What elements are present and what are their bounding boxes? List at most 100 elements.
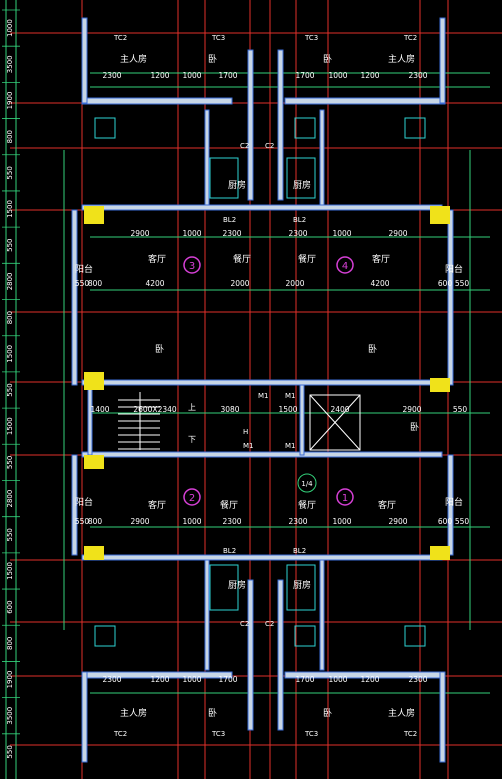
dim-2300-bottom-a: 2300 <box>102 675 121 684</box>
dim-1700-bottom-a: 1700 <box>218 675 237 684</box>
dim-4200-a: 4200 <box>145 279 164 288</box>
tag-c2-bottom: C2 <box>240 620 249 628</box>
tag-tc3-bottom-right: TC3 <box>304 730 318 738</box>
tag-m1-a: M1 <box>258 392 269 400</box>
left-dimension-value: 1500 <box>6 200 14 218</box>
left-dimension-value: 550 <box>6 456 14 469</box>
master-bedroom-label-bottom-right: 主人房 <box>388 707 415 719</box>
walls <box>71 17 454 763</box>
master-bedroom-label-bottom-left: 主人房 <box>120 707 147 719</box>
left-dimension-value: 550 <box>6 528 14 541</box>
dim-600-right-top: 600 <box>438 279 453 288</box>
dining-room-label-1: 餐厅 <box>298 499 316 511</box>
bedroom-label-mid-left: 卧 <box>155 343 164 355</box>
unit-markers <box>183 256 354 506</box>
left-dimension-value: 800 <box>6 637 14 650</box>
dim-2900-row-d: 2900 <box>388 517 407 526</box>
master-bedroom-label-top-right: 主人房 <box>388 53 415 65</box>
dim-1000-bottom-b: 1000 <box>328 675 347 684</box>
dim-2900-row-b: 2900 <box>388 229 407 238</box>
left-dimension-value: 1900 <box>6 92 14 110</box>
bedroom-label-mid-right: 卧 <box>368 343 377 355</box>
tag-bl2-top-a: BL2 <box>223 216 236 224</box>
left-dimension-value: 550 <box>6 383 14 396</box>
dim-550-left-bottom: 550 <box>75 517 90 526</box>
dining-room-label-2: 餐厅 <box>220 499 238 511</box>
kitchen-label-bottom-b: 厨房 <box>293 579 311 591</box>
left-dimension-value: 550 <box>6 745 14 758</box>
dim-2900-row-a: 2900 <box>130 229 149 238</box>
balcony-label-right-bottom: 阳台 <box>445 496 463 508</box>
stair-width-2900: 2900 <box>402 405 421 414</box>
kitchen-label-top-a: 厨房 <box>228 179 246 191</box>
unit-numbers: 1 2 3 4 <box>189 261 348 504</box>
tag-bl2-top-b: BL2 <box>293 216 306 224</box>
dim-600-right-bottom: 600 <box>438 517 453 526</box>
columns <box>84 206 450 560</box>
tag-c2-top: C2 <box>240 142 249 150</box>
unit-number-4: 4 <box>342 261 348 272</box>
dim-550-right-bottom: 550 <box>455 517 470 526</box>
left-dimension-chain: 1000350019008005501500550280080015005501… <box>2 9 20 759</box>
left-dimension-value: 1900 <box>6 671 14 689</box>
left-dimension-value: 3500 <box>6 55 14 73</box>
dim-550-left-top: 550 <box>75 279 90 288</box>
living-room-label-3: 客厅 <box>148 253 166 265</box>
tag-tc2-top-right: TC2 <box>403 34 417 42</box>
dim-2000-b: 2000 <box>285 279 304 288</box>
living-room-label-2: 客厅 <box>148 499 166 511</box>
dim-2300-bottom-b: 2300 <box>408 675 427 684</box>
elevator-size-label: 2400 <box>330 405 349 414</box>
left-dimension-value: 2800 <box>6 490 14 508</box>
stair-down-label: 下 <box>188 435 196 444</box>
dim-2900-row-c: 2900 <box>130 517 149 526</box>
dim-550-right-top: 550 <box>455 279 470 288</box>
dim-2000-a: 2000 <box>230 279 249 288</box>
left-dimension-value: 550 <box>6 239 14 252</box>
room-labels: 主人房 主人房 卧 卧 厨房 厨房 客厅 餐厅 餐厅 客厅 阳台 阳台 卧 卧 … <box>75 53 463 719</box>
living-room-label-4: 客厅 <box>372 253 390 265</box>
dim-2300-top-b: 2300 <box>408 71 427 80</box>
left-dimension-value: 3500 <box>6 707 14 725</box>
dim-1000-row-c: 1000 <box>182 517 201 526</box>
unit-number-3: 3 <box>189 261 195 272</box>
dim-2300-top-a: 2300 <box>102 71 121 80</box>
stair-width-3080: 3080 <box>220 405 239 414</box>
left-dimension-value: 800 <box>6 311 14 324</box>
master-bedroom-label-top-left: 主人房 <box>120 53 147 65</box>
opening-tags: TC2 TC3 TC3 TC2 TC2 TC3 TC3 TC2 C2 C2 C2… <box>113 34 417 738</box>
dim-1000-top-a: 1000 <box>182 71 201 80</box>
stair-direction-labels: 上 下 <box>188 403 196 444</box>
tag-tc2-bottom-right: TC2 <box>403 730 417 738</box>
bedroom-label-bottom-a: 卧 <box>208 707 217 719</box>
dim-1000-row-d: 1000 <box>332 517 351 526</box>
tag-bl2-bottom-b: BL2 <box>293 547 306 555</box>
dim-1000-row-a: 1000 <box>182 229 201 238</box>
tag-h: H <box>243 428 248 436</box>
left-dimension-value: 1500 <box>6 345 14 363</box>
tag-bl2-bottom-a: BL2 <box>223 547 236 555</box>
left-dimension-value: 1500 <box>6 417 14 435</box>
balcony-label-left-top: 阳台 <box>75 263 93 275</box>
tag-c2-bottom-b: C2 <box>265 620 274 628</box>
left-dimension-value: 550 <box>6 166 14 179</box>
kitchen-fixtures <box>94 117 426 647</box>
stair-width-1400: 1400 <box>90 405 109 414</box>
dim-800-left-bottom: 800 <box>88 517 103 526</box>
stair-width-550: 550 <box>453 405 468 414</box>
tag-m1-c: M1 <box>285 442 296 450</box>
dimension-lines <box>5 0 490 779</box>
stair-treads <box>118 392 160 450</box>
dim-1700-top-a: 1700 <box>218 71 237 80</box>
tag-c2-top-b: C2 <box>265 142 274 150</box>
living-room-label-1: 客厅 <box>378 499 396 511</box>
dim-1000-top-b: 1000 <box>328 71 347 80</box>
stair-size-label: 2600X2340 <box>133 405 177 414</box>
tag-tc3-top-right: TC3 <box>304 34 318 42</box>
dim-2300-row-b: 2300 <box>288 229 307 238</box>
tag-m1-b: M1 <box>285 392 296 400</box>
elevator-shaft <box>309 394 361 451</box>
dining-room-label-4: 餐厅 <box>298 253 316 265</box>
bedroom-label-bottom-b: 卧 <box>323 707 332 719</box>
balcony-label-right-top: 阳台 <box>445 263 463 275</box>
